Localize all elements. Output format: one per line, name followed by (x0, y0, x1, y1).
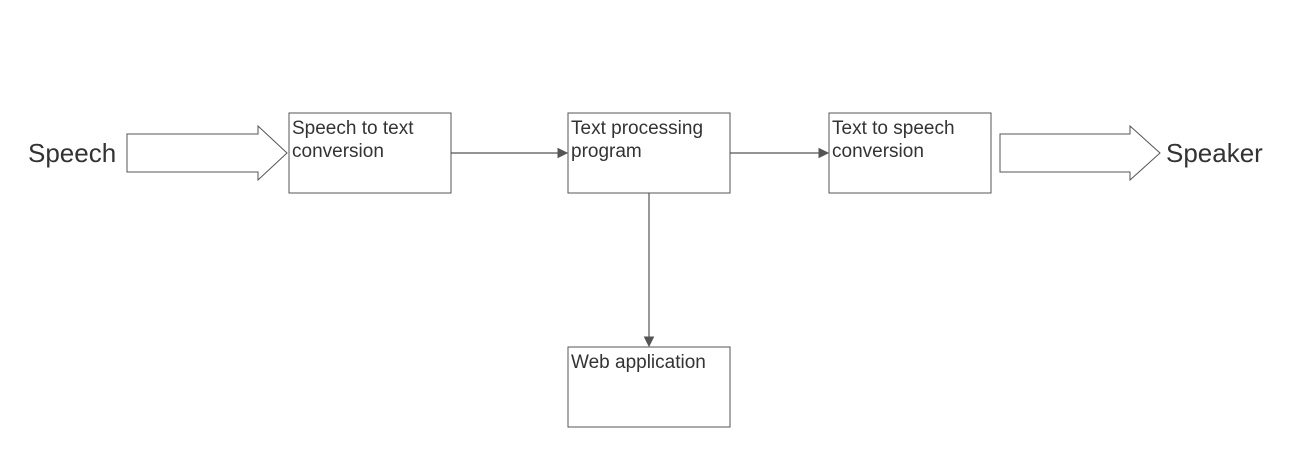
stt-label-line2: conversion (292, 141, 384, 162)
web-box-rect (567, 346, 731, 428)
processing-label-line2: program (571, 141, 642, 162)
arrowhead-stt-to-processing (557, 147, 569, 159)
web-box: Web application (567, 346, 731, 428)
output-block-arrow (999, 124, 1161, 182)
output-label: Speaker (1166, 138, 1263, 168)
processing-box: Text processing program (567, 112, 731, 194)
input-label: Speech (28, 138, 116, 168)
arrowhead-processing-to-tts (818, 147, 830, 159)
tts-box-rect (828, 112, 992, 194)
web-label-line1: Web application (571, 352, 706, 373)
processing-label-line1: Text processing (571, 118, 703, 139)
input-block-arrow (126, 124, 288, 182)
tts-label-line2: conversion (832, 141, 924, 162)
stt-label-line1: Speech to text (292, 118, 414, 139)
tts-box: Text to speech conversion (828, 112, 992, 194)
stt-box-rect (288, 112, 452, 194)
processing-box-rect (567, 112, 731, 194)
arrowhead-processing-to-web (643, 336, 655, 348)
tts-label-line1: Text to speech (832, 118, 955, 139)
stt-box: Speech to text conversion (288, 112, 452, 194)
